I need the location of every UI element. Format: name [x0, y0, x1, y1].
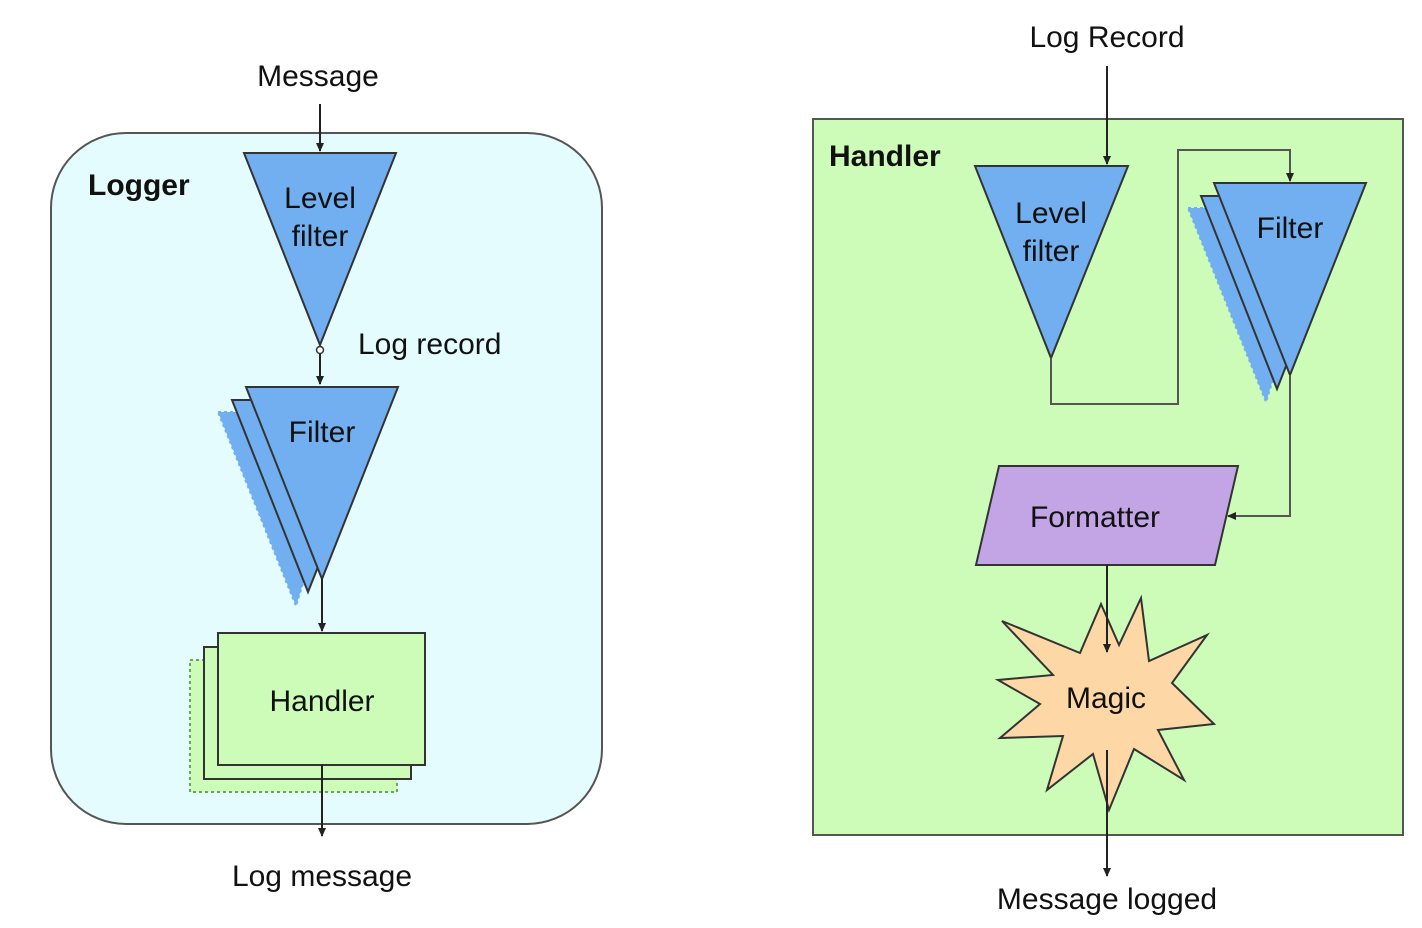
- logger-filter-label: Filter: [289, 416, 356, 449]
- handler-filter-label: Filter: [1257, 212, 1324, 245]
- handler-level-filter-line2: filter: [1023, 235, 1080, 268]
- handler-input-label: Log Record: [1029, 21, 1184, 54]
- logger-output-label: Log message: [232, 860, 412, 893]
- logger-input-label: Message: [257, 60, 379, 93]
- logger-log-record-label: Log record: [358, 328, 501, 361]
- logger-log-record-node: [315, 345, 325, 355]
- logger-handler-box: [217, 632, 426, 766]
- logger-panel: Logger Message Level filter Log record F…: [50, 60, 603, 893]
- handler-filter: [1212, 182, 1368, 378]
- logger-handler-stack: Handler: [189, 632, 426, 793]
- logger-level-filter-line1: Level: [284, 182, 356, 215]
- handler-magic: [994, 594, 1217, 814]
- handler-magic-label: Magic: [1066, 682, 1146, 715]
- handler-level-filter: [973, 165, 1130, 361]
- logger-level-filter: [242, 152, 398, 348]
- handler-formatter-label: Formatter: [1030, 501, 1160, 534]
- logger-level-filter-line2: filter: [292, 220, 349, 253]
- handler-filter-to-formatter-connector: [1227, 375, 1291, 520]
- handler-level-to-filter-connector: [1050, 149, 1294, 405]
- handler-filter-stack: Filter: [1186, 182, 1368, 405]
- handler-formatter: [974, 465, 1240, 566]
- logger-handler-label: Handler: [269, 685, 374, 718]
- logger-title: Logger: [88, 169, 190, 202]
- handler-level-filter-line1: Level: [1015, 197, 1087, 230]
- handler-title: Handler: [829, 140, 941, 173]
- logger-filter-stack: Filter: [216, 386, 400, 609]
- handler-panel: Handler Log Record Level filter Filter F…: [812, 21, 1404, 916]
- logger-filter: [244, 386, 400, 582]
- handler-output-label: Message logged: [997, 883, 1217, 916]
